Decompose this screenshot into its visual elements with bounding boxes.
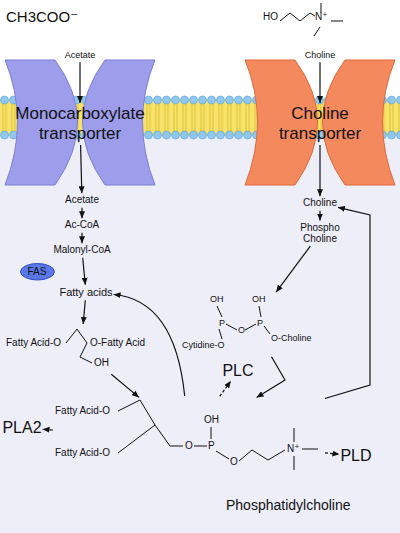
structure-text: O [238, 325, 245, 335]
chemical-bond [216, 451, 229, 459]
pathway-arrow [83, 300, 85, 324]
enzyme-label: PLC [222, 362, 253, 380]
pathway-arrow [111, 374, 139, 397]
pathway-arrow [257, 357, 285, 398]
pathway-arrow [81, 208, 82, 219]
chemical-bond [294, 456, 295, 470]
enzyme-ellipse [20, 264, 54, 281]
node-text: PLD [340, 447, 371, 465]
metabolite-label: Phospho Choline [294, 222, 346, 245]
enzyme-label: PLA2 [2, 419, 41, 437]
chemical-bond [259, 306, 261, 317]
pathway-arrow [81, 233, 82, 244]
pathway-arrow [319, 211, 320, 221]
node-text: Choline [303, 197, 337, 209]
structure-bonds [4, 325, 158, 373]
pathway-arrow [83, 258, 86, 285]
node-text: PLA2 [2, 419, 41, 437]
cdp-choline-structure: OH P O P OH O-CholineCytidine-O [180, 293, 325, 355]
structure-text: O-Fatty Acid [90, 337, 145, 349]
chemical-bond [239, 450, 252, 461]
structure-text: OH [204, 414, 219, 426]
chemical-bond [211, 427, 212, 439]
node-text: Fatty acids [59, 286, 112, 299]
molecule-label: Acetate [65, 50, 96, 60]
chemical-bond [302, 449, 318, 450]
transporter-text: Choline transporter [260, 104, 380, 143]
structure-text: OH [252, 294, 266, 304]
chemical-bond [155, 425, 170, 446]
structure-text: OH [94, 357, 109, 369]
dashed-arrow [43, 429, 53, 431]
chemical-bond [268, 450, 285, 460]
structure-text: P [257, 318, 263, 328]
atom-label: N⁺ [315, 11, 328, 23]
metabolite-label: Acetate [65, 194, 99, 206]
structure-text: Cytidine-O [182, 340, 225, 350]
structure-text: P [208, 440, 215, 452]
node-text: Malonyl-CoA [53, 244, 110, 256]
molecule-label: Choline [305, 50, 336, 60]
phosphatidylcholine-structure: Fatty Acid-O Fatty Acid-O O P OH O N⁺ [55, 398, 323, 480]
structure-text: OH [210, 294, 224, 304]
node-text: PLC [222, 362, 253, 380]
pathway-arrow [319, 62, 320, 103]
metabolite-label: Choline [303, 197, 337, 209]
structure-text: O [185, 440, 193, 452]
structure-text: N⁺ [287, 443, 300, 455]
pathway-arrow [319, 145, 320, 196]
metabolite-label: Fatty acids [59, 286, 112, 299]
chemical-bond [219, 329, 222, 339]
node-text: Phospho Choline [294, 222, 346, 245]
chemical-bond [80, 343, 87, 357]
choline-structure [280, 3, 343, 36]
node-text: Acetate [65, 50, 96, 60]
node-text: Ac-CoA [65, 219, 99, 231]
structure-text: O [230, 456, 238, 468]
node-text: Acetate [65, 194, 99, 206]
chemical-bond [264, 326, 270, 334]
metabolite-label: Malonyl-CoA [53, 244, 110, 256]
enzyme-label: PLD [340, 447, 371, 465]
pathway-arrow [81, 145, 82, 193]
chemical-bond [140, 400, 155, 425]
diglyceride-structure: Fatty Acid-O O-Fatty AcidOH [4, 325, 158, 373]
chemical-bond [118, 400, 140, 411]
molecule-name: Phosphatidylcholine [226, 497, 351, 513]
structure-text: Fatty Acid-O [55, 405, 110, 417]
chemical-bond [226, 324, 237, 330]
enzyme-ellipse: FAS [20, 263, 55, 281]
enzyme-text: FAS [20, 266, 55, 278]
chemical-bond [245, 324, 256, 330]
pathway-arrow [276, 246, 310, 292]
chemical-bond [194, 446, 207, 447]
chemical-bond [170, 446, 183, 447]
chemical-bond [217, 306, 222, 317]
transporter-protein: Monocarboxylate transporter [5, 58, 155, 185]
chemical-bond [118, 425, 155, 453]
formula-label: CH3COO⁻ [6, 8, 78, 25]
atom-label: HO [263, 11, 278, 23]
structure-text: P [219, 318, 225, 328]
chemical-bond [77, 329, 87, 343]
chemical-bond [66, 329, 77, 343]
dashed-arrow [220, 381, 231, 396]
node-text: Choline [305, 50, 336, 60]
cell-interior [0, 117, 400, 533]
pathway-arrow [79, 62, 80, 103]
structure-text: Fatty Acid-O [6, 337, 61, 349]
structure-text: O-Choline [271, 333, 312, 343]
chemical-bond [80, 357, 92, 363]
transporter-text: Monocarboxylate transporter [0, 104, 160, 143]
metabolite-label: Ac-CoA [65, 219, 99, 231]
structure-text: Fatty Acid-O [55, 447, 110, 459]
dashed-arrow [325, 453, 339, 455]
transporter-protein: Choline transporter [245, 58, 395, 185]
chemical-bond [252, 450, 268, 460]
chemical-bond [294, 428, 295, 442]
